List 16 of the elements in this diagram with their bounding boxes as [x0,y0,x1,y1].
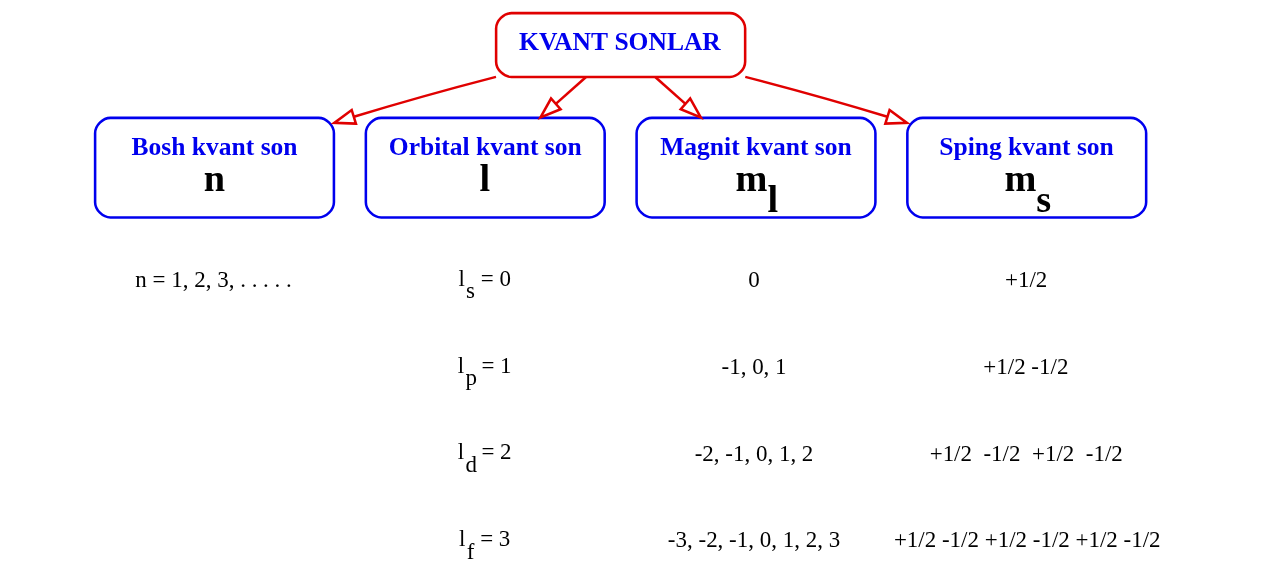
label: +1/2 -1/2 +1/2 -1/2 +1/2 -1/2 [893,527,1161,553]
arrow [537,76,587,120]
label: +1/2 [1004,266,1047,292]
node-box: Orbital kvant son l [364,116,606,219]
label: -1, 0, 1 [721,353,787,379]
label: -3, -2, -1, 0, 1, 2, 3 [667,527,840,553]
arrow [744,75,911,125]
node-box: Bosh kvant son n [93,116,335,219]
label: n = 1, 2, 3, . . . . . [134,266,292,292]
label: -2, -1, 0, 1, 2 [694,440,813,466]
label: +1/2 -1/2 [982,353,1068,379]
arrow [654,76,704,120]
label: +1/2 -1/2 +1/2 -1/2 [929,440,1123,466]
arrow [330,75,496,125]
node-box: KVANT SONLAR [494,11,746,79]
label: 0 [747,266,760,292]
